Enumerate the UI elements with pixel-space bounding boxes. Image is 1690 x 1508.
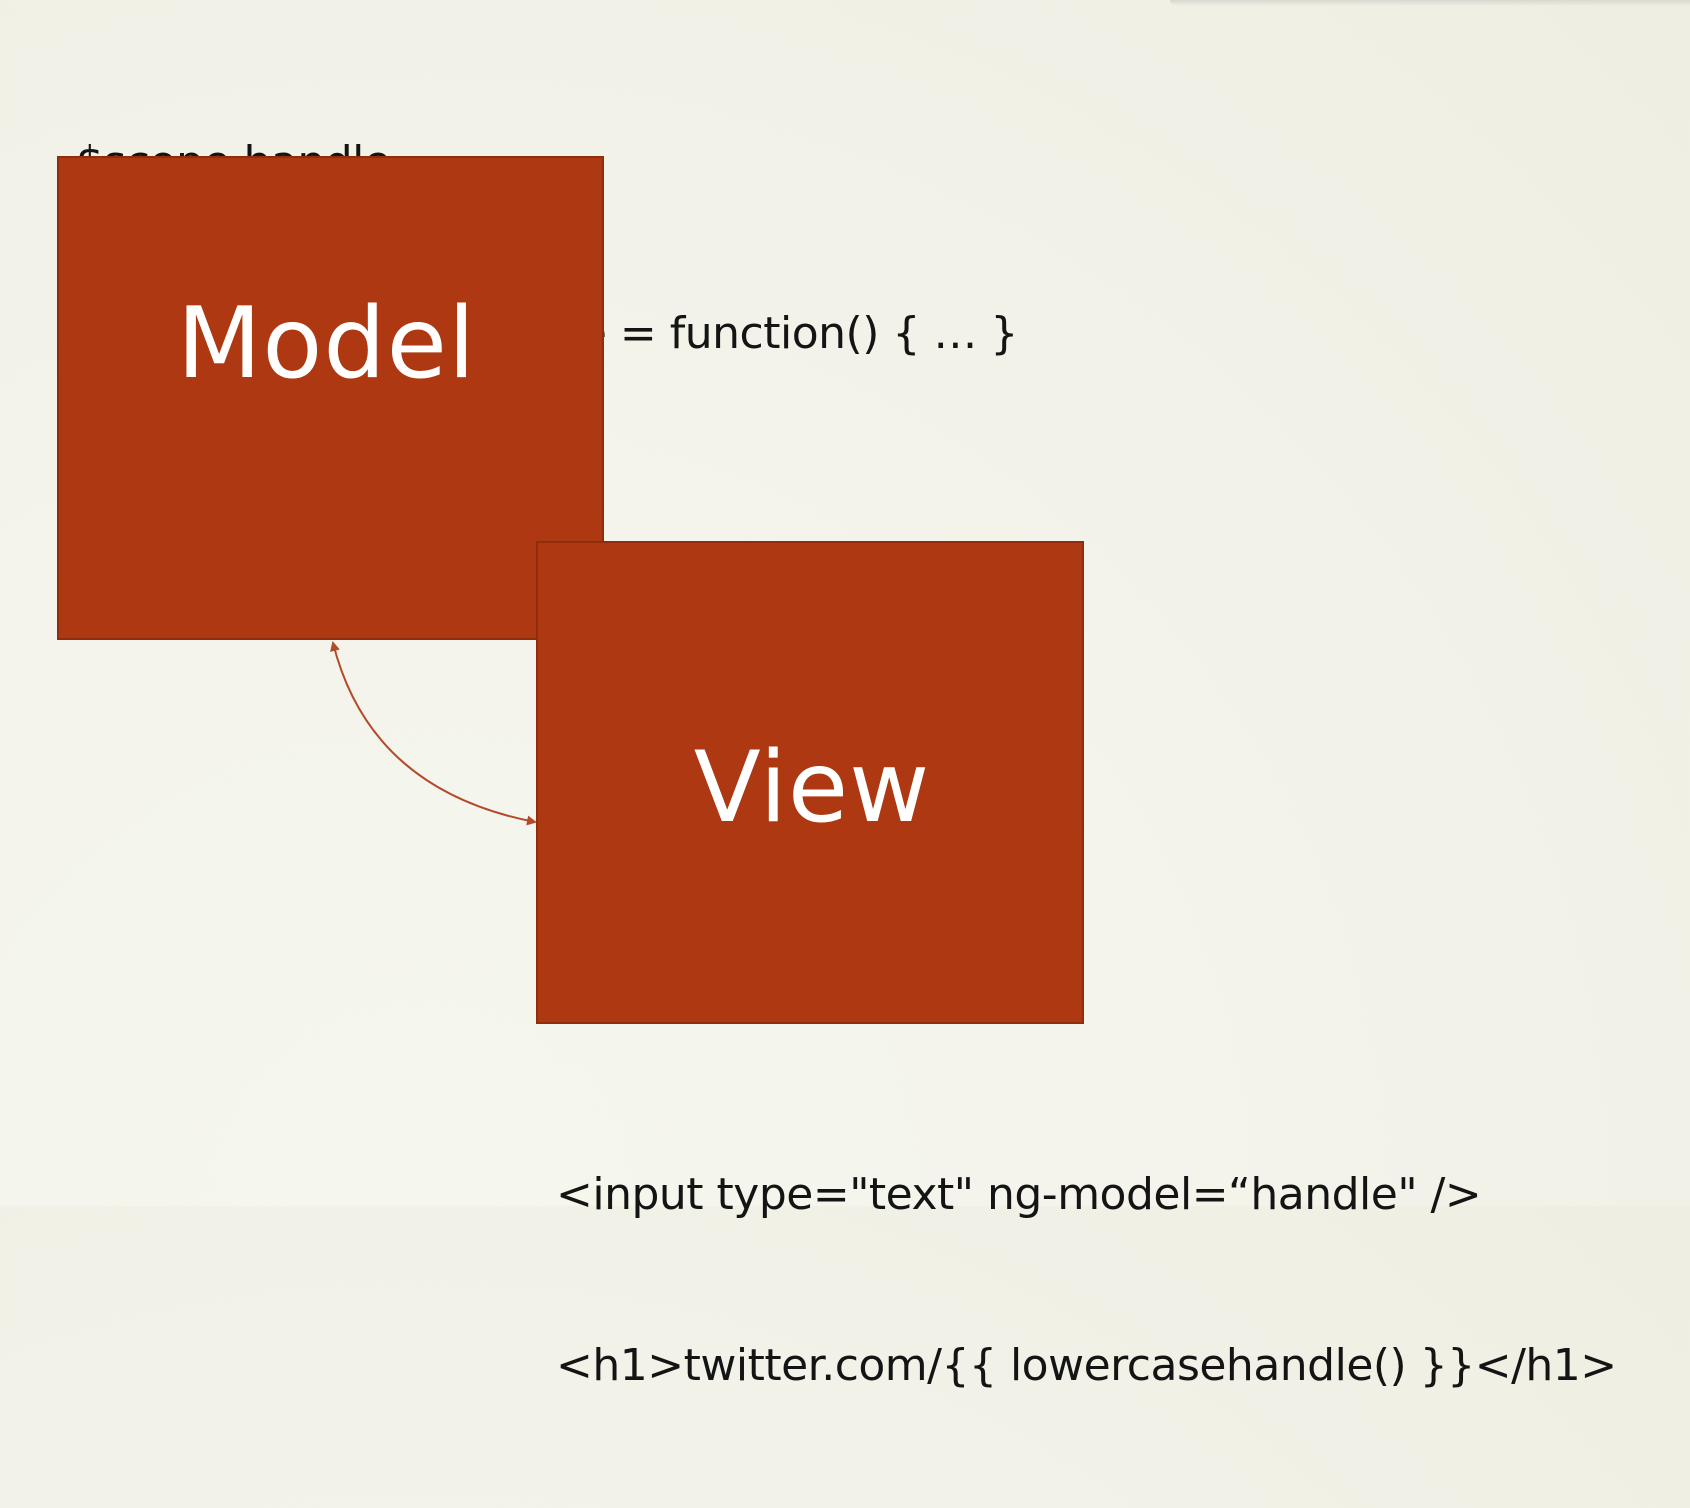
slide: $scope.handle $scope.lowercasehandle = f… [57,0,1690,1391]
binding-curve [330,641,537,826]
view-box: View [536,541,1084,1024]
view-code-line-2: <h1>twitter.com/{{ lowercasehandle() }}<… [556,1340,1617,1391]
view-code-line-1: <input type="text" ng-model=“handle" /> [556,1169,1482,1220]
model-box-label: Model [176,287,477,401]
model-box: Model [57,156,604,640]
window-top-edge [1170,0,1690,6]
view-code-snippet: <input type="text" ng-model=“handle" /> … [556,1052,1617,1508]
view-box-label: View [693,730,931,845]
